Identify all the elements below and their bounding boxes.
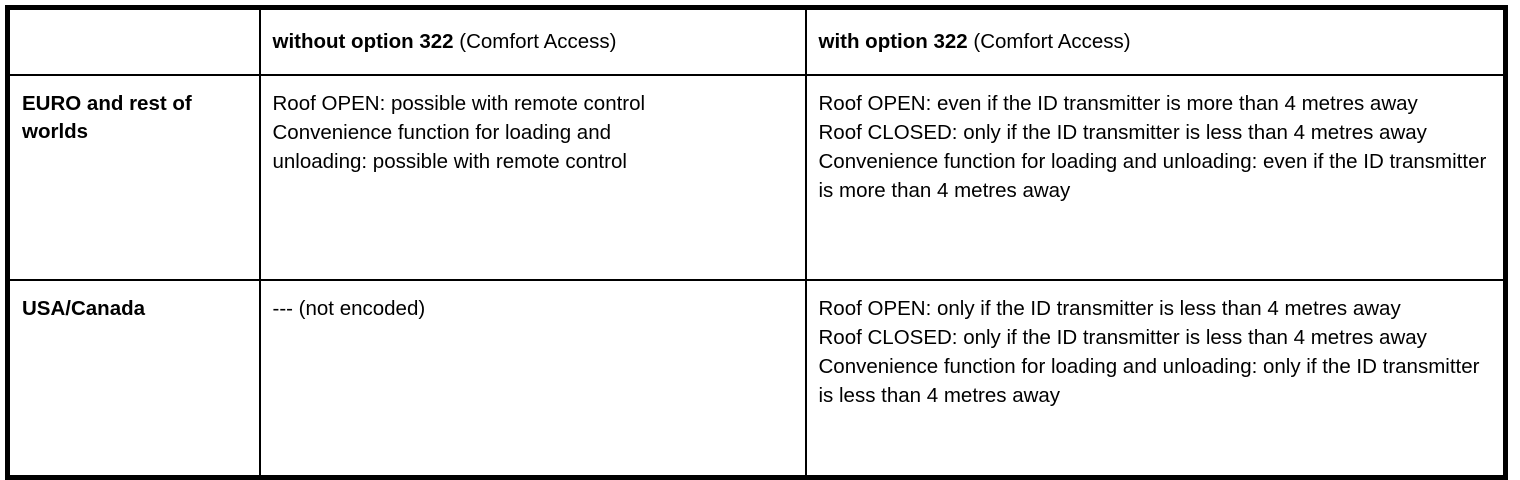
cell-line: Convenience function for loading and unl… <box>818 150 1487 202</box>
header-cell-with-option-322: with option 322 (Comfort Access) <box>804 6 1507 76</box>
cell-line: Convenience function for loading and unl… <box>818 355 1480 407</box>
header-label-without-option-322: without option 322 (Comfort Access) <box>273 29 795 55</box>
header-label-with-option-322: with option 322 (Comfort Access) <box>819 29 1494 55</box>
cell-line: Roof OPEN: even if the ID transmitter is… <box>818 92 1418 115</box>
header-cell-without-option-322: without option 322 (Comfort Access) <box>258 6 807 76</box>
cell-line: Roof OPEN: possible with remote control <box>272 92 646 115</box>
comfort-access-table-container: without option 322 (Comfort Access) with… <box>5 5 1508 480</box>
row-label-euro-and-rest-of-worlds: EURO and rest of worlds <box>6 74 261 281</box>
cell-euro-with-option-322: Roof OPEN: even if the ID transmitter is… <box>804 74 1507 281</box>
cell-line: --- (not encoded) <box>272 297 426 320</box>
header-cell-region <box>6 6 261 76</box>
row-label-usa-canada: USA/Canada <box>6 279 261 478</box>
table-row: USA/Canada --- (not encoded) Roof OPEN: … <box>6 279 1507 478</box>
header-rest-without: (Comfort Access) <box>453 30 617 53</box>
table-row: EURO and rest of worlds Roof OPEN: possi… <box>6 74 1507 281</box>
cell-line: Roof CLOSED: only if the ID transmitter … <box>818 326 1427 349</box>
cell-line: unloading: possible with remote control <box>272 150 627 173</box>
header-strong-without: without option 322 <box>272 30 454 53</box>
cell-line: Convenience function for loading and <box>272 121 612 144</box>
comfort-access-spec-table: without option 322 (Comfort Access) with… <box>5 5 1508 480</box>
cell-euro-without-option-322: Roof OPEN: possible with remote control … <box>258 74 807 281</box>
cell-usa-canada-without-option-322: --- (not encoded) <box>258 279 807 478</box>
table-header-row: without option 322 (Comfort Access) with… <box>6 6 1507 76</box>
header-rest-with: (Comfort Access) <box>967 30 1131 53</box>
cell-usa-canada-with-option-322: Roof OPEN: only if the ID transmitter is… <box>804 279 1507 478</box>
cell-line: Roof OPEN: only if the ID transmitter is… <box>818 297 1401 320</box>
cell-line: Roof CLOSED: only if the ID transmitter … <box>818 121 1427 144</box>
header-strong-with: with option 322 <box>818 30 968 53</box>
